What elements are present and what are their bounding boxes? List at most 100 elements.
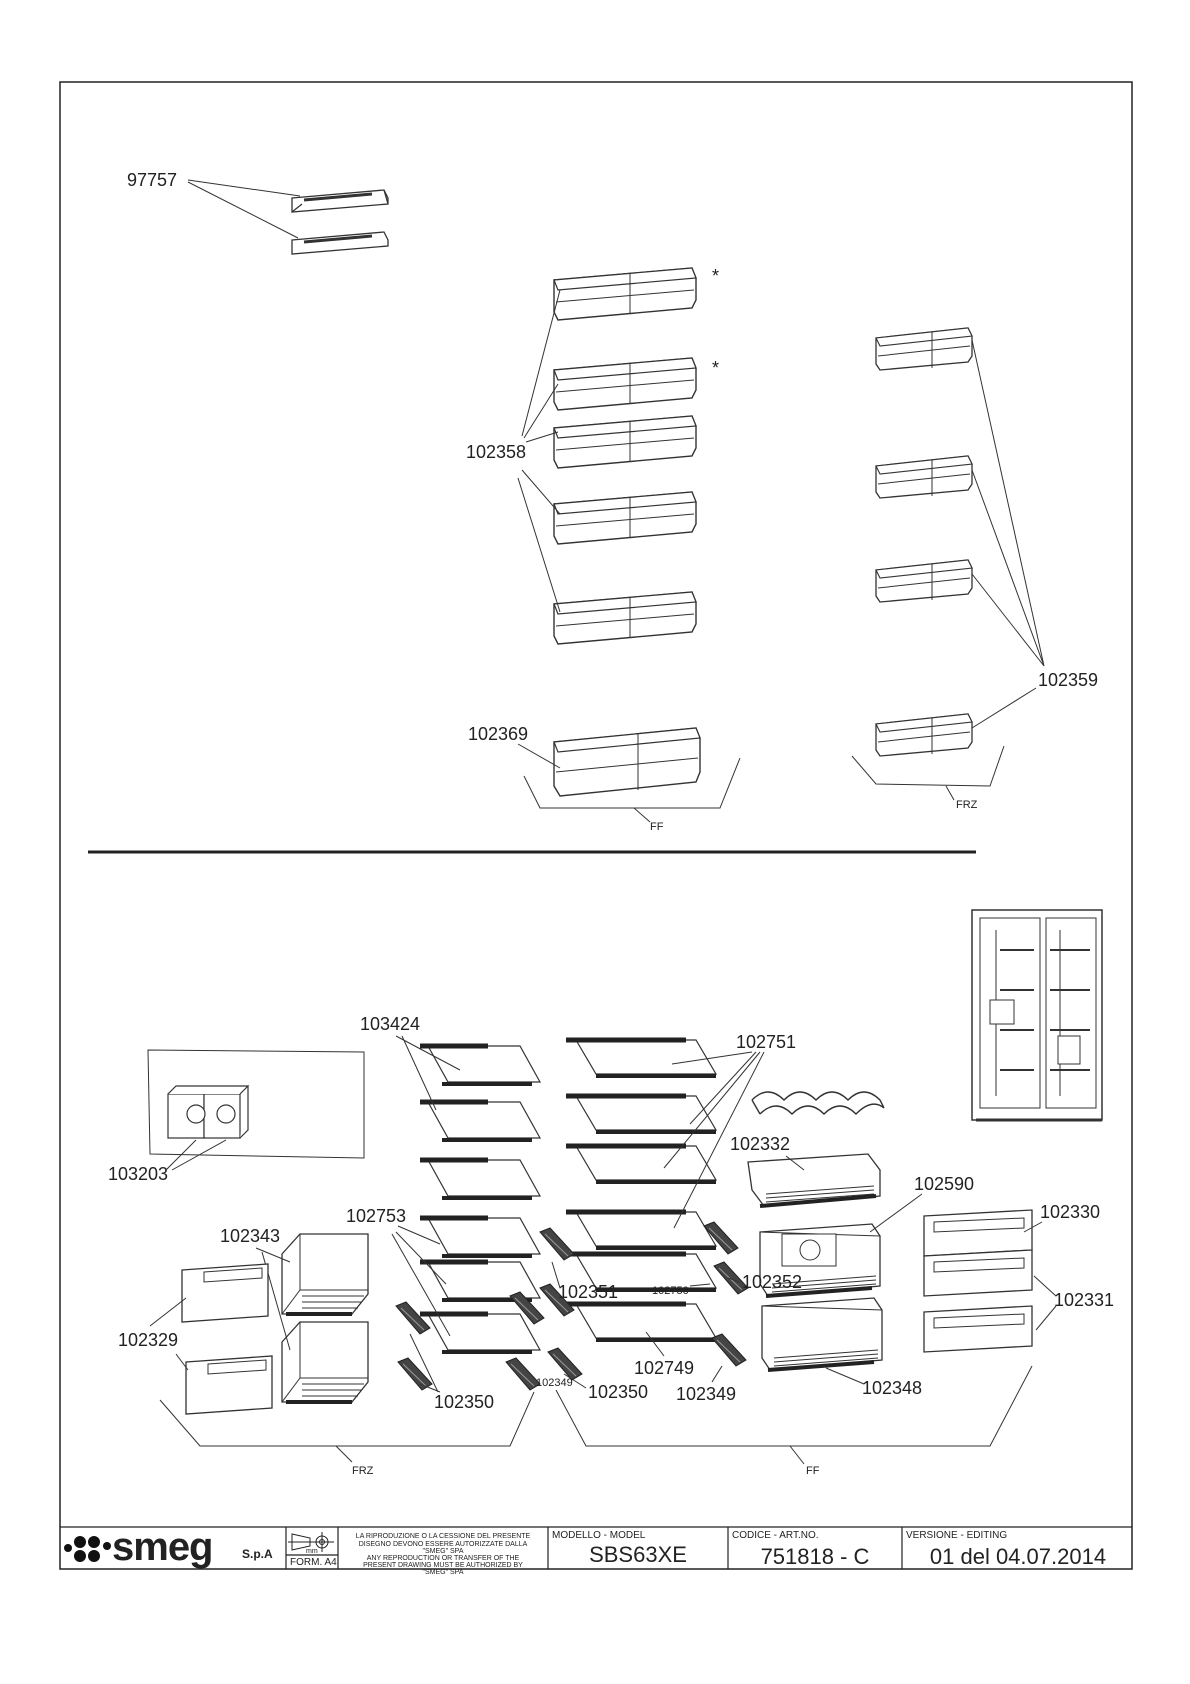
label-102332: 102332 [730, 1134, 790, 1154]
label-103424: 103424 [360, 1014, 420, 1034]
part-wine-rack [751, 1091, 885, 1115]
part-103424-shelf-2 [420, 1102, 540, 1140]
leader-103203 [165, 1139, 227, 1171]
smeg-logo-sub: S.p.A [242, 1547, 273, 1561]
label-102750: 102750 [652, 1285, 689, 1297]
projection-symbol-icon [288, 1532, 334, 1552]
label-102343: 102343 [220, 1226, 280, 1246]
leader-102751 [663, 1051, 765, 1229]
unit-label: mm [306, 1548, 318, 1555]
notice-en-3: "SMEG" SPA [422, 1569, 463, 1576]
group-label-frz-bottom: FRZ [352, 1465, 374, 1477]
model-caption: MODELLO - MODEL [552, 1530, 646, 1541]
notice-it-3: "SMEG" SPA [422, 1548, 463, 1555]
label-102749: 102749 [634, 1358, 694, 1378]
leader-102351 [551, 1261, 561, 1289]
label-102352: 102352 [742, 1272, 802, 1292]
part-102349-bracket-3 [711, 1333, 747, 1367]
label-102331: 102331 [1054, 1290, 1114, 1310]
part-103424-shelf-1 [420, 1046, 540, 1084]
part-102749-shelf [566, 1304, 716, 1340]
label-102350-b: 102350 [588, 1382, 648, 1402]
title-block [60, 1526, 1132, 1569]
label-102359: 102359 [1038, 670, 1098, 690]
part-102329-front-1 [181, 1263, 269, 1323]
leader-97757 [187, 179, 301, 239]
part-103424-shelf-6 [420, 1314, 540, 1352]
part-102330-front [923, 1209, 1033, 1257]
part-102351-bracket-1 [539, 1227, 575, 1261]
leader-102352 [727, 1277, 741, 1283]
part-102350-bracket-2 [397, 1357, 433, 1391]
label-102590: 102590 [914, 1174, 974, 1194]
group-label-ff-top: FF [650, 821, 664, 833]
group-label-ff-bottom: FF [806, 1465, 820, 1477]
label-97757: 97757 [127, 170, 177, 190]
model-value: SBS63XE [589, 1542, 687, 1567]
notice-en-2: PRESENT DRAWING MUST BE AUTHORIZED BY [363, 1562, 523, 1569]
part-102359-bin-1 [875, 327, 973, 371]
sheet-frame [59, 81, 1133, 1570]
label-102348: 102348 [862, 1378, 922, 1398]
label-102751: 102751 [736, 1032, 796, 1052]
part-102348-crisper [760, 1296, 884, 1372]
version-value: 01 del 04.07.2014 [930, 1544, 1106, 1569]
star-mark-2: * [712, 358, 719, 378]
label-102351: 102351 [558, 1282, 618, 1302]
leader-102332 [785, 1155, 805, 1171]
part-102358-bin-5 [553, 591, 697, 645]
part-102343-drawer-2 [280, 1320, 370, 1404]
label-102349-small: 102349 [536, 1377, 573, 1389]
code-caption: CODICE - ART.NO. [732, 1530, 819, 1541]
leader-102750 [689, 1283, 711, 1287]
leader-102359 [971, 339, 1045, 729]
leader-102749 [645, 1331, 665, 1357]
part-102343-drawer-1 [280, 1232, 370, 1316]
part-102331-front-2 [923, 1305, 1033, 1353]
leader-102348 [825, 1367, 865, 1385]
part-102349-bracket-2 [505, 1357, 541, 1391]
form-label: FORM. A4 [290, 1557, 337, 1568]
label-102350-a: 102350 [434, 1392, 494, 1412]
group-bracket-ff-bottom [555, 1365, 1033, 1465]
leader-102349-b [711, 1365, 723, 1383]
part-103203-panel [147, 1049, 365, 1159]
part-102751-shelf-1 [566, 1040, 716, 1076]
version-caption: VERSIONE - EDITING [906, 1530, 1007, 1541]
leader-102753 [391, 1225, 451, 1337]
part-97757-racks [291, 189, 389, 255]
part-102751-shelf-3 [566, 1146, 716, 1182]
leader-102331 [1033, 1275, 1057, 1331]
leader-102350-b [563, 1373, 587, 1389]
part-102329-front-2 [185, 1355, 273, 1415]
group-bracket-frz-bottom [159, 1391, 535, 1463]
notice-it-2: DISEGNO DEVONO ESSERE AUTORIZZATE DALLA [359, 1541, 528, 1548]
part-102358-bin-1 [553, 267, 697, 321]
part-102751-shelf-2 [566, 1096, 716, 1132]
leader-102330 [1023, 1221, 1043, 1233]
part-102359-bin-4 [875, 713, 973, 757]
leader-102590 [869, 1193, 923, 1233]
group-label-frz-top: FRZ [956, 799, 978, 811]
part-102331-front-1 [923, 1249, 1033, 1297]
group-bracket-frz-top [851, 745, 1005, 801]
part-103424-shelf-4 [420, 1218, 540, 1256]
label-102329: 102329 [118, 1330, 178, 1350]
code-value: 751818 - C [761, 1544, 870, 1569]
leader-103424 [395, 1035, 461, 1111]
group-bracket-ff-top [523, 757, 741, 823]
fridge-overview-image [971, 909, 1103, 1122]
leader-102358 [517, 289, 561, 613]
leader-102350-a [409, 1333, 441, 1393]
part-102358-bin-4 [553, 491, 697, 545]
leader-102329 [149, 1297, 189, 1371]
part-102590-vent-hole [799, 1239, 821, 1261]
label-102349-b: 102349 [676, 1384, 736, 1404]
notice-it-1: LA RIPRODUZIONE O LA CESSIONE DEL PRESEN… [356, 1533, 531, 1540]
part-102332-tray [747, 1153, 881, 1208]
label-102358: 102358 [466, 442, 526, 462]
part-102358-bin-3 [553, 415, 697, 469]
smeg-logo-text: smeg [112, 1525, 213, 1569]
notice-en-1: ANY REPRODUCTION OR TRANSFER OF THE [367, 1555, 520, 1562]
